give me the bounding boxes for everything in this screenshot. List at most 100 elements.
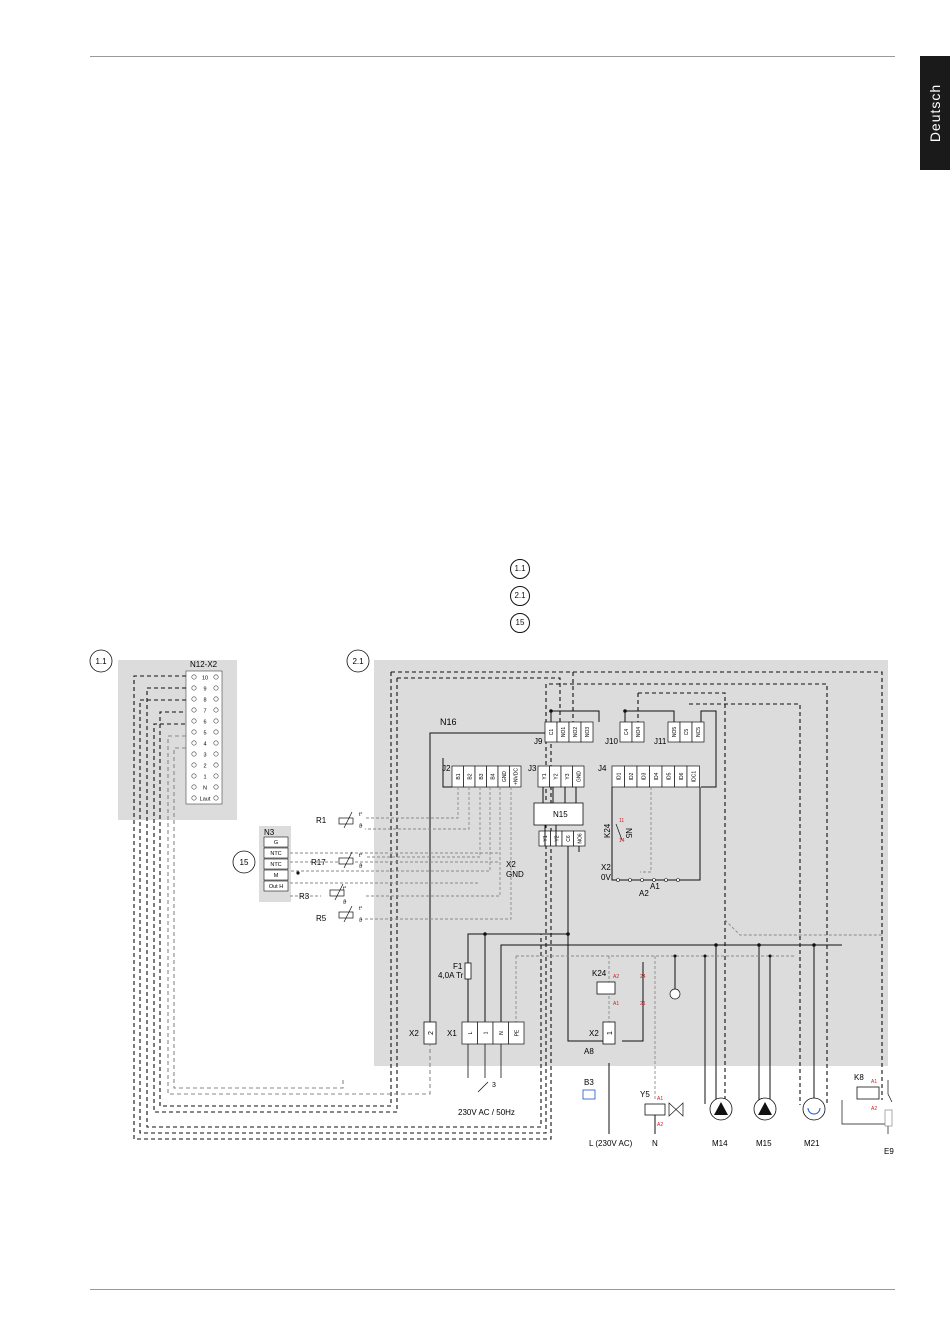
n3-row-label: NTC <box>270 851 281 857</box>
j2-pin: B2 <box>463 765 476 788</box>
n12x2-pin-label: 10 <box>202 676 208 682</box>
y5-valve-icon <box>668 1102 684 1117</box>
a1-label: A1 <box>650 882 660 891</box>
j3-pin-label: Y2 <box>553 773 559 779</box>
j10-pin: NO4 <box>631 721 645 743</box>
j4-pin-label: ID4 <box>654 772 660 780</box>
j4-pin: ID5 <box>661 765 675 788</box>
sensor-r17-theta: ϑ <box>359 864 363 870</box>
n12x2-pin: 3 <box>191 751 219 759</box>
motor-m21: M21 <box>802 1097 826 1148</box>
sensor-r5: R5 t° ϑ <box>316 905 363 924</box>
n12x2-pin-label: 6 <box>203 720 206 726</box>
n12x2-pin: 2 <box>191 762 219 770</box>
terminal-x2-right: X2 1 <box>589 1021 616 1045</box>
j4-pin: ID1 <box>611 765 625 788</box>
fuse-symbol <box>464 962 472 980</box>
j9-pin-label: NO2 <box>573 727 579 738</box>
n12x2-pin: 1 <box>191 773 219 781</box>
j2-pin: B1 <box>451 765 464 788</box>
k24-relay-21: 21 <box>640 1001 646 1007</box>
n15-pins-pin-label: Y1 <box>543 835 549 841</box>
j9-pin-label: NO3 <box>585 727 591 738</box>
n3-row: Out H <box>263 880 289 892</box>
sensor-r1-theta: ϑ <box>359 824 363 830</box>
j3-pin-label: Y1 <box>542 773 548 779</box>
n5-label: N5 <box>624 828 633 839</box>
pump-m15: M15 <box>753 1097 777 1148</box>
k24-relay-label: K24 <box>592 969 607 978</box>
sensor-r1-label: R1 <box>316 816 327 825</box>
j4-pin-label: ID6 <box>679 772 685 780</box>
b3-label: B3 <box>584 1078 594 1087</box>
j10-pin-label: C4 <box>624 729 630 736</box>
j2-pin-label: B3 <box>479 773 485 779</box>
j9-label: J9 <box>534 737 543 746</box>
n15-pins-pin: NO6 <box>573 830 586 847</box>
x1-pins-pin-label: PE <box>514 1029 520 1036</box>
e9-heater-symbol <box>884 1109 893 1127</box>
supply-lines <box>467 1044 502 1093</box>
y5-a1: A1 <box>657 1096 663 1102</box>
k8-a1: A1 <box>871 1079 877 1085</box>
j3-pin: GND <box>572 765 585 788</box>
k24-relay-a2: A2 <box>613 974 619 980</box>
k8-label: K8 <box>854 1073 864 1082</box>
j10-pin: C4 <box>619 721 633 743</box>
x2-0v-sub: 0V <box>601 873 611 882</box>
x2-0v-label: X2 <box>601 863 611 872</box>
terminal-x2-right-label: X2 <box>589 1029 599 1038</box>
x1-pins-pin-label: L <box>468 1031 474 1034</box>
k24-p14: 14 <box>619 838 625 844</box>
n12x2-title: N12-X2 <box>190 660 218 669</box>
j11-pin: NC5 <box>691 721 705 743</box>
j10-pin-label: NO4 <box>636 727 642 738</box>
j3-pin-label: Y3 <box>565 773 571 779</box>
j9-pin-label: NO1 <box>561 727 567 738</box>
x1-pins-pin: N <box>492 1021 509 1045</box>
j11-pin: C5 <box>679 721 693 743</box>
n3-row-label: Out H <box>269 884 283 890</box>
j11-label: J11 <box>654 737 667 746</box>
sensor-r1: R1 t° ϑ <box>316 811 363 830</box>
x1-pins-pin: PE <box>508 1021 525 1045</box>
k8-a2: A2 <box>871 1106 877 1112</box>
solid-wiring <box>429 710 842 1134</box>
n15-pins-pin-label: C6 <box>566 835 572 842</box>
y5-a2: A2 <box>657 1122 663 1128</box>
y5-label: Y5 <box>640 1090 650 1099</box>
n12x2-pin: 4 <box>191 740 219 748</box>
n12x2-connector <box>185 670 223 805</box>
j3-pin: Y1 <box>537 765 550 788</box>
y5-sub: N <box>652 1139 658 1148</box>
badge-1-1: 1.1 <box>89 649 113 673</box>
j2-pin: B4 <box>486 765 499 788</box>
badge-2-1-label: 2.1 <box>352 657 364 666</box>
motor-m21-label: M21 <box>804 1139 820 1148</box>
legend-badge-15: 15 <box>510 613 530 633</box>
k24-lamp-symbol <box>669 988 681 1000</box>
pump-m14-label: M14 <box>712 1139 728 1148</box>
terminal-x2-left: X2 2 <box>409 1021 437 1045</box>
terminal-x2-right-pin: 1 <box>607 1031 614 1035</box>
j9-pin: NO3 <box>580 721 594 743</box>
j4-pin-label: ID5 <box>666 772 672 780</box>
n12x2-pin: 8 <box>191 696 219 704</box>
k24-relay-a1: A1 <box>613 1001 619 1007</box>
n15-pins-pin-label: NO6 <box>577 833 583 844</box>
sensor-r5-t: t° <box>359 906 362 912</box>
language-tab[interactable]: Deutsch <box>920 56 950 170</box>
j9-pin: C1 <box>544 721 558 743</box>
n12x2-pin: 9 <box>191 685 219 693</box>
badge-15-label: 15 <box>240 858 249 867</box>
j11-pin: NO5 <box>667 721 681 743</box>
b3-sub: L (230V AC) <box>589 1139 633 1148</box>
n12x2-pin-label: 5 <box>203 731 206 737</box>
n3-row-label: G <box>274 840 278 846</box>
junction-dots <box>483 709 816 958</box>
